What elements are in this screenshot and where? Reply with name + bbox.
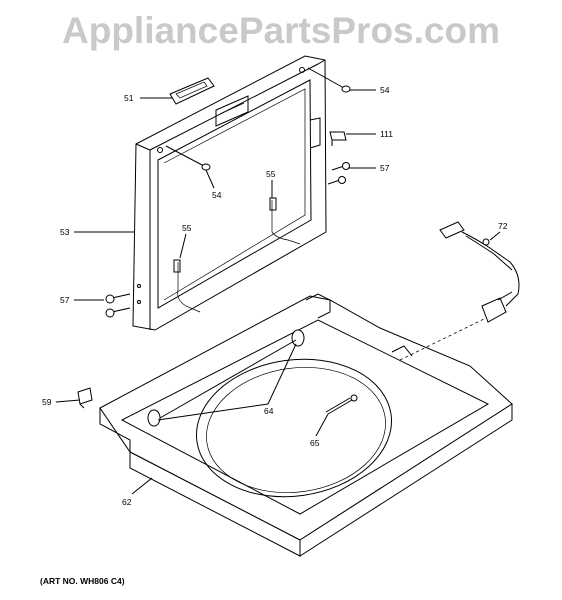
callout-labels: 51 54 54 111 57 55 53 55 72 57 59 64 65 … [42,85,508,507]
callout-53: 53 [60,227,70,237]
part-57-screws-left [105,293,131,318]
leader-lines [55,89,501,495]
part-54-rod-upper [307,67,351,93]
callout-54-upper: 54 [380,85,390,95]
part-51-pad [169,77,215,105]
part-65-screw [325,394,358,415]
part-72-wire-harness [439,221,520,323]
callout-54-lower: 54 [212,190,222,200]
callout-62: 62 [122,497,132,507]
top-panel [99,293,513,557]
art-number: (ART NO. WH806 C4) [40,576,125,586]
callout-72: 72 [498,221,508,231]
part-59-bracket [77,387,93,409]
callout-57-left: 57 [60,295,70,305]
watermark-logo: AppliancePartsPros.com [62,10,500,51]
lid-frame [132,55,327,331]
callout-59: 59 [42,397,52,407]
callout-51: 51 [124,93,134,103]
callout-111: 111 [380,129,393,139]
part-57-screws-right [327,162,350,185]
callout-55-lower: 55 [182,223,192,233]
part-64-hinge-pins [147,329,305,427]
callout-64: 64 [264,406,274,416]
part-111-clip [329,131,347,146]
callout-57-right: 57 [380,163,390,173]
callout-65: 65 [310,438,320,448]
callout-55-upper: 55 [266,169,276,179]
